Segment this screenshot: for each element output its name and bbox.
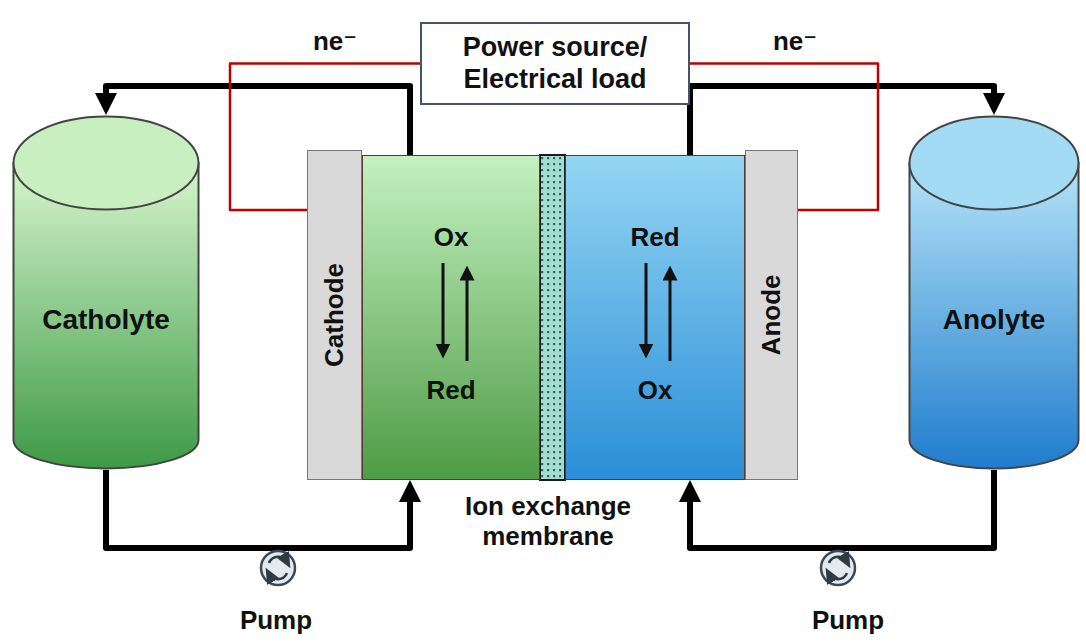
- species-label: Ox: [638, 376, 673, 406]
- electron-flow-label: ne⁻: [313, 27, 357, 57]
- reduction-arrow: [442, 263, 445, 351]
- species-label: Red: [426, 376, 475, 406]
- electrode-label: Cathode: [320, 263, 350, 367]
- pump-icon: [821, 551, 855, 585]
- electrode-label: Anode: [757, 275, 787, 356]
- reaction-arrows: [566, 156, 746, 481]
- electron-flow-label: ne⁻: [773, 27, 817, 57]
- oxidation-arrow: [466, 273, 469, 361]
- pump-label: Pump: [240, 606, 312, 636]
- tank-top: [910, 117, 1079, 210]
- cathode-electrode: Cathode: [307, 150, 362, 480]
- reaction-arrows: [363, 156, 541, 481]
- box-label: Power source/ Electrical load: [434, 32, 676, 94]
- catholyte-tank: Catholyte: [12, 115, 200, 470]
- species-label: Red: [630, 223, 679, 253]
- species-label: Ox: [434, 223, 469, 253]
- tank-label: Anolyte: [943, 304, 1046, 336]
- tank-outline: [908, 115, 1080, 470]
- membrane-label: Ion exchange membrane: [443, 492, 653, 552]
- electrolyte-flow-pipe: [106, 470, 410, 548]
- tank-outline: [12, 115, 200, 470]
- anolyte-tank: Anolyte: [908, 115, 1080, 470]
- tank-label: Catholyte: [42, 304, 170, 336]
- electrolyte-flow-pipe: [690, 470, 994, 548]
- power-source-box: Power source/ Electrical load: [420, 22, 690, 105]
- anolyte-chamber: RedOx: [565, 155, 745, 480]
- anode-electrode: Anode: [745, 150, 798, 480]
- catholyte-chamber: OxRed: [362, 155, 540, 480]
- pump-label: Pump: [812, 606, 884, 636]
- oxidation-arrow: [669, 273, 672, 361]
- ion-exchange-membrane: [540, 155, 565, 480]
- reduction-arrow: [645, 263, 648, 351]
- pump-icon: [261, 551, 295, 585]
- tank-top: [14, 117, 199, 210]
